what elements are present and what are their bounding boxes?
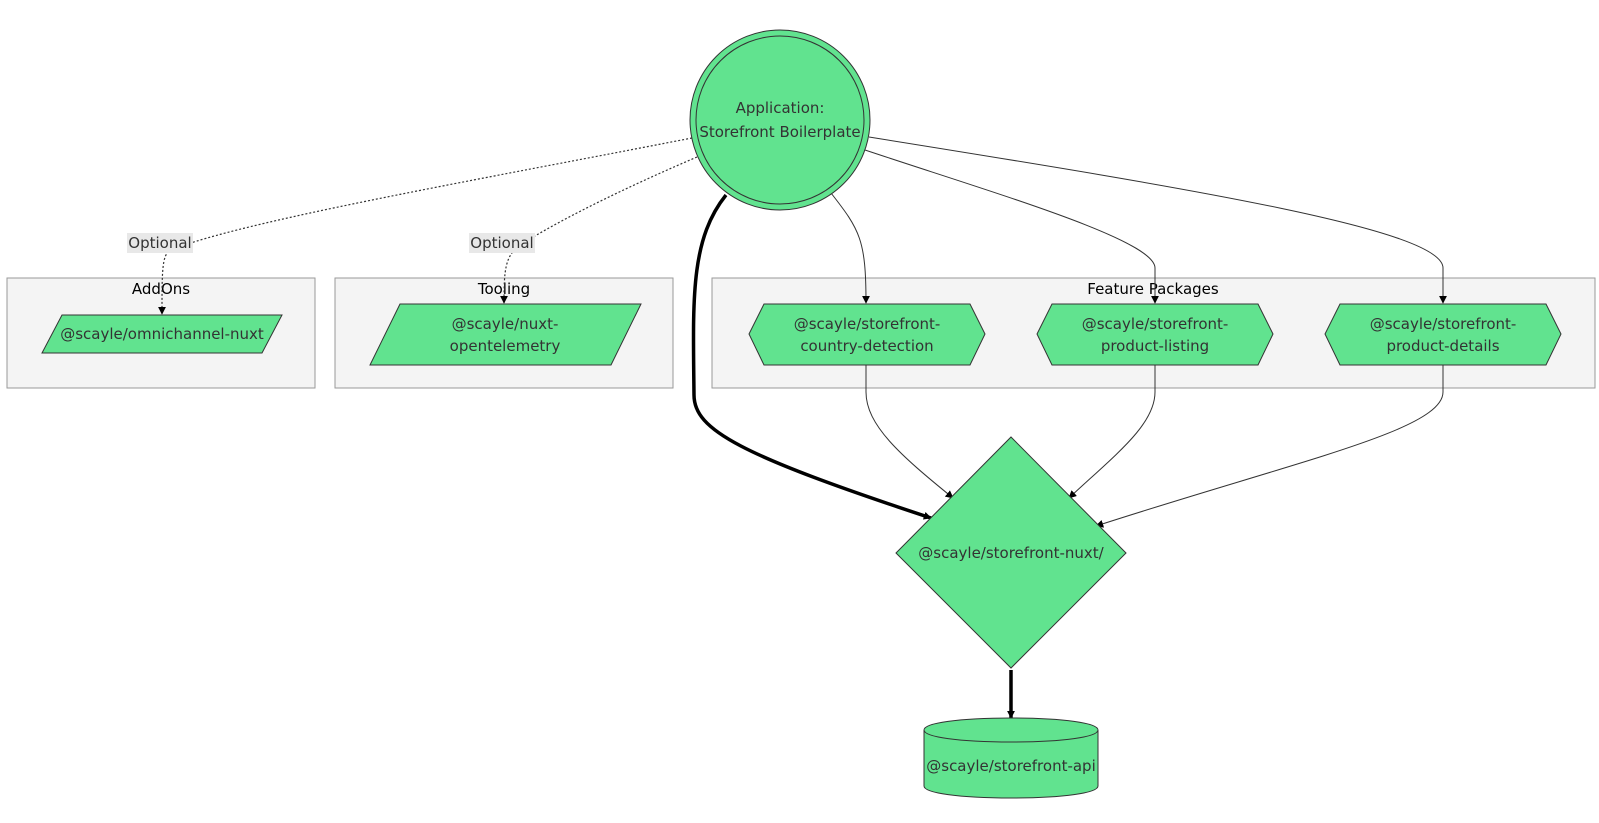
node-nuxt-opentelemetry-line-1: @scayle/nuxt- xyxy=(452,315,559,333)
node-omnichannel-nuxt: @scayle/omnichannel-nuxt xyxy=(41,314,283,354)
edge-app-to-details xyxy=(868,136,1447,304)
node-product-listing: @scayle/storefront- product-listing xyxy=(1036,303,1274,366)
edge-app-to-country xyxy=(830,192,870,304)
edge-app-to-listing xyxy=(864,149,1159,304)
node-country-detection-line-1: @scayle/storefront- xyxy=(794,315,941,333)
node-product-listing-line-2: product-listing xyxy=(1101,337,1209,355)
node-product-details-line-1: @scayle/storefront- xyxy=(1370,315,1517,333)
edge-listing-to-nuxt xyxy=(1068,365,1156,499)
node-nuxt-opentelemetry: @scayle/nuxt- opentelemetry xyxy=(369,303,642,366)
edge-app-to-otel xyxy=(500,156,698,304)
node-application-line-1: Application: xyxy=(736,99,825,117)
edge-country-to-nuxt xyxy=(865,365,954,499)
node-application: Application: Storefront Boilerplate xyxy=(689,29,871,211)
node-storefront-api-label: @scayle/storefront-api xyxy=(926,757,1096,775)
edge-label-optional-addons: Optional xyxy=(127,233,193,253)
cluster-addons-title: AddOns xyxy=(132,280,190,298)
node-nuxt-opentelemetry-line-2: opentelemetry xyxy=(450,337,561,355)
edge-details-to-nuxt xyxy=(1095,365,1444,528)
node-country-detection-line-2: country-detection xyxy=(800,337,933,355)
node-omnichannel-nuxt-label: @scayle/omnichannel-nuxt xyxy=(60,325,264,343)
node-storefront-nuxt: @scayle/storefront-nuxt/ xyxy=(895,436,1127,669)
edge-label-optional-tooling: Optional xyxy=(469,233,535,253)
edge-label-optional-addons-text: Optional xyxy=(128,234,191,252)
cluster-feature-packages-title: Feature Packages xyxy=(1087,280,1219,298)
node-product-listing-line-1: @scayle/storefront- xyxy=(1082,315,1229,333)
edge-label-optional-tooling-text: Optional xyxy=(470,234,533,252)
cluster-tooling-title: Tooling xyxy=(477,280,530,298)
edge-app-to-nuxt xyxy=(691,193,932,520)
node-product-details-line-2: product-details xyxy=(1386,337,1499,355)
node-application-line-2: Storefront Boilerplate xyxy=(699,123,860,141)
edge-app-to-omnichannel xyxy=(158,137,693,315)
node-product-details: @scayle/storefront- product-details xyxy=(1324,303,1562,366)
node-country-detection: @scayle/storefront- country-detection xyxy=(748,303,986,366)
node-storefront-api: @scayle/storefront-api xyxy=(923,717,1099,799)
node-storefront-nuxt-label: @scayle/storefront-nuxt/ xyxy=(918,544,1104,562)
